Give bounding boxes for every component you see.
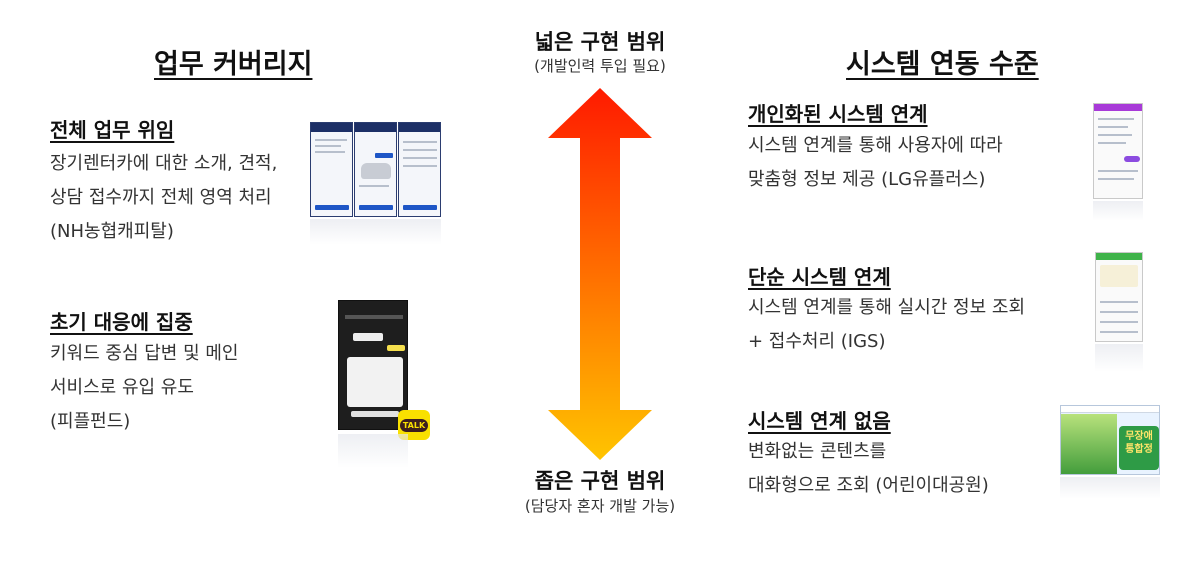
nh-chatbot-screenshot bbox=[310, 122, 441, 247]
igs-chatbot-screenshot bbox=[1095, 252, 1143, 374]
car-image bbox=[361, 163, 391, 179]
integration-heading: 시스템 연동 수준 bbox=[846, 49, 1039, 80]
park-banner: 무장애 통합정 bbox=[1119, 426, 1159, 470]
no-integration-desc: 변화없는 콘텐츠를 대화형으로 조회 (어린이대공원) bbox=[748, 441, 989, 496]
full-delegation-desc: 장기렌터카에 대한 소개, 견적, 상담 접수까지 전체 영역 처리 (NH농협… bbox=[50, 153, 278, 242]
personalized-integration-desc: 시스템 연계를 통해 사용자에 따라 맞춤형 정보 제공 (LG유플러스) bbox=[748, 135, 1003, 190]
narrow-range-title: 좁은 구현 범위 bbox=[534, 469, 666, 493]
initial-response-desc: 키워드 중심 답변 및 메인 서비스로 유입 유도 (피플펀드) bbox=[50, 343, 239, 432]
simple-integration-title: 단순 시스템 연계 bbox=[748, 265, 891, 289]
initial-response-title: 초기 대응에 집중 bbox=[50, 310, 193, 334]
simple-integration-desc: 시스템 연계를 통해 실시간 정보 조회 + 접수처리 (IGS) bbox=[748, 297, 1026, 352]
wide-range-title: 넓은 구현 범위 bbox=[534, 30, 666, 54]
no-integration-title: 시스템 연계 없음 bbox=[748, 409, 891, 433]
full-delegation-title: 전체 업무 위임 bbox=[50, 118, 175, 142]
personalized-integration-title: 개인화된 시스템 연계 bbox=[748, 102, 928, 126]
lguplus-chatbot-screenshot bbox=[1093, 103, 1143, 223]
narrow-range-note: (담당자 혼자 개발 가능) bbox=[524, 497, 676, 515]
childrens-park-screenshot: 무장애 통합정 bbox=[1060, 405, 1160, 500]
coverage-heading: 업무 커버리지 bbox=[154, 49, 313, 80]
kakao-chatbot-screenshot: TALK bbox=[338, 300, 430, 470]
range-double-arrow bbox=[548, 88, 652, 460]
wide-range-note: (개발인력 투입 필요) bbox=[534, 57, 666, 75]
